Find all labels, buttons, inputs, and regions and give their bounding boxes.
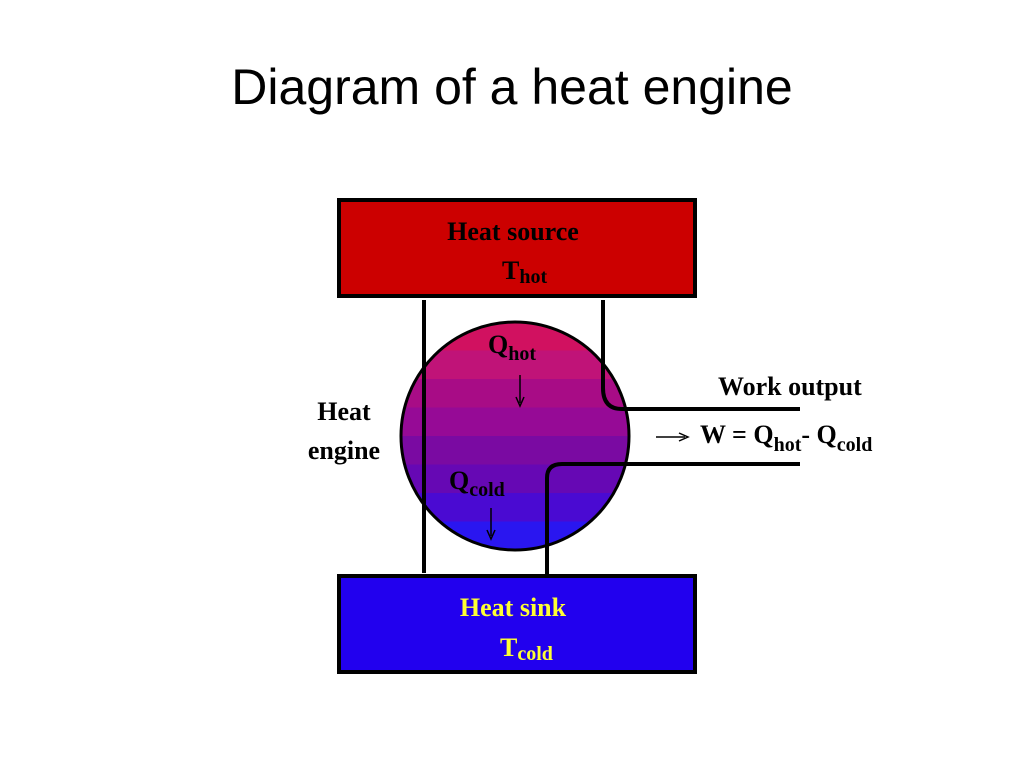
work-equation-minus: - Q <box>801 420 836 449</box>
q-cold-subscript: cold <box>469 479 505 501</box>
heat-engine-label-line1: Heat <box>317 397 371 426</box>
heat-source-box <box>337 198 697 298</box>
work-equation: W = Qhot- Qcold <box>700 420 872 456</box>
heat-source-temperature: Thot <box>502 256 547 288</box>
work-output-label: Work output <box>718 372 862 401</box>
work-equation-sub-hot: hot <box>774 434 802 456</box>
heat-sink-temperature: Tcold <box>500 633 553 665</box>
q-hot-symbol: Q <box>488 330 508 359</box>
work-equation-start: W = Q <box>700 420 774 449</box>
engine-band <box>401 521 629 550</box>
hot-to-work-line <box>601 300 800 411</box>
q-cold-arrow <box>486 508 496 541</box>
heat-sink-label: Heat sink <box>460 593 567 622</box>
heat-sink-box <box>337 574 697 674</box>
t-hot-symbol: T <box>502 256 519 285</box>
t-hot-subscript: hot <box>519 266 547 288</box>
heat-source-label: Heat source <box>447 217 579 246</box>
t-cold-subscript: cold <box>517 643 553 665</box>
q-cold-label: Qcold <box>449 466 505 501</box>
engine-band <box>401 350 629 380</box>
engine-band <box>401 379 629 409</box>
engine-band <box>401 407 629 437</box>
cold-work-line <box>545 462 800 575</box>
heat-engine-label-line2: engine <box>308 436 380 465</box>
slide-title: Diagram of a heat engine <box>231 59 793 115</box>
q-cold-symbol: Q <box>449 466 469 495</box>
q-hot-arrow <box>515 375 525 408</box>
engine-band <box>401 493 629 523</box>
q-hot-label: Qhot <box>488 330 536 365</box>
q-hot-subscript: hot <box>508 343 536 365</box>
work-output-arrow <box>656 432 690 442</box>
work-equation-sub-cold: cold <box>837 434 873 456</box>
engine-band <box>401 436 629 466</box>
t-cold-symbol: T <box>500 633 517 662</box>
engine-band <box>401 464 629 494</box>
